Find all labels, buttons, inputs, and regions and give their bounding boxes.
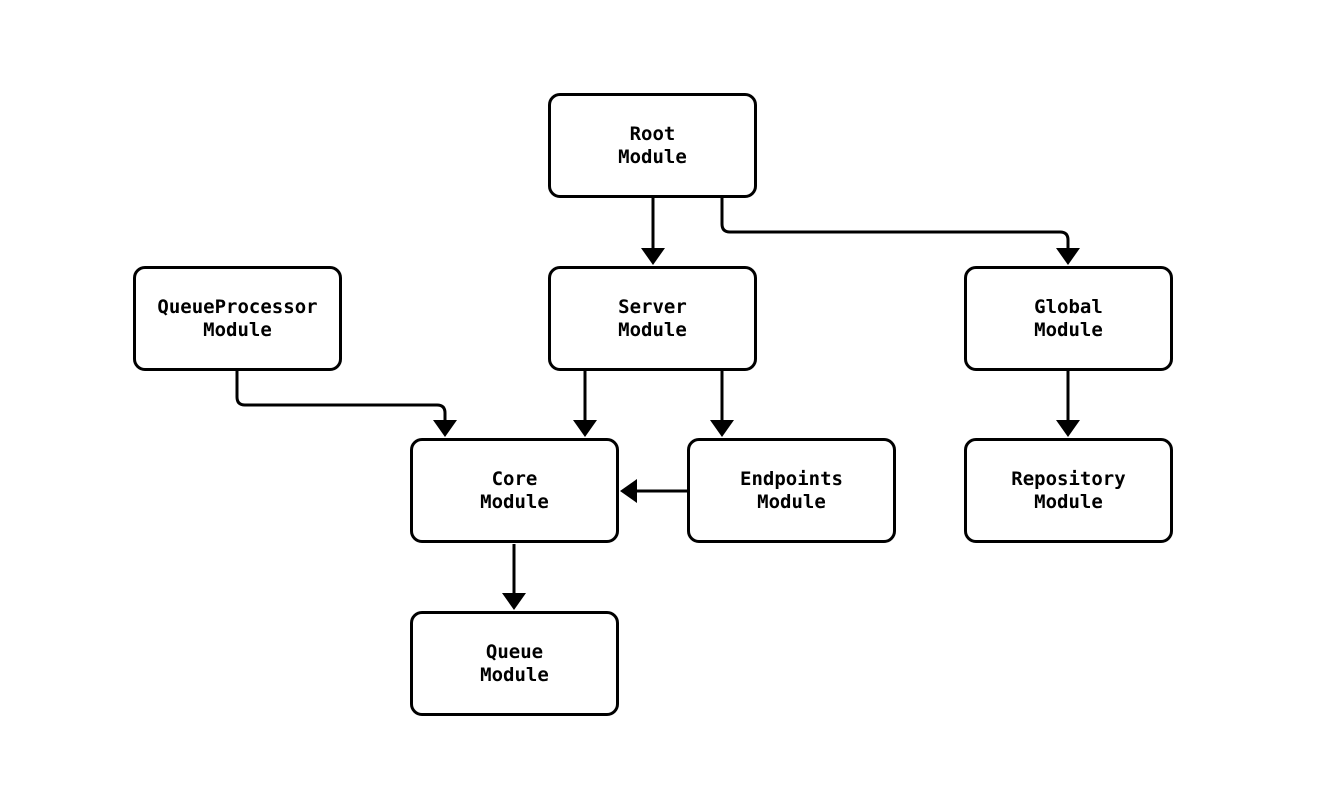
arrowhead-root-server bbox=[641, 248, 665, 265]
node-label-line1: Endpoints bbox=[740, 467, 843, 490]
node-endpoints-module: Endpoints Module bbox=[687, 438, 896, 543]
arrowhead-server-endpoints bbox=[710, 420, 734, 437]
node-core-module: Core Module bbox=[410, 438, 619, 543]
node-label-line2: Module bbox=[1034, 318, 1103, 341]
node-root-module: Root Module bbox=[548, 93, 757, 198]
node-label-line1: Global bbox=[1034, 295, 1103, 318]
arrowhead-core-queue bbox=[502, 593, 526, 610]
node-label-line2: Module bbox=[618, 145, 687, 168]
arrowhead-server-core bbox=[573, 420, 597, 437]
arrowhead-queueprocessor-core bbox=[433, 420, 457, 437]
node-label-line1: Repository bbox=[1011, 467, 1126, 490]
node-label-line2: Module bbox=[203, 318, 272, 341]
node-label-line1: Core bbox=[491, 467, 538, 490]
node-repository-module: Repository Module bbox=[964, 438, 1173, 543]
arrowhead-endpoints-core bbox=[620, 479, 637, 503]
node-label-line1: QueueProcessor bbox=[157, 295, 318, 318]
node-label-line2: Module bbox=[480, 490, 549, 513]
node-label-line2: Module bbox=[757, 490, 826, 513]
edge-root-global bbox=[720, 198, 1070, 248]
node-label-line1: Root bbox=[629, 122, 676, 145]
edge-queueprocessor-core bbox=[235, 371, 447, 420]
node-label-line1: Queue bbox=[485, 640, 544, 663]
node-queueprocessor-module: QueueProcessor Module bbox=[133, 266, 342, 371]
node-label-line2: Module bbox=[480, 663, 549, 686]
arrowhead-global-repository bbox=[1056, 420, 1080, 437]
arrowhead-root-global bbox=[1056, 248, 1080, 265]
node-server-module: Server Module bbox=[548, 266, 757, 371]
node-label-line2: Module bbox=[1034, 490, 1103, 513]
node-queue-module: Queue Module bbox=[410, 611, 619, 716]
node-label-line2: Module bbox=[618, 318, 687, 341]
node-global-module: Global Module bbox=[964, 266, 1173, 371]
node-label-line1: Server bbox=[618, 295, 687, 318]
